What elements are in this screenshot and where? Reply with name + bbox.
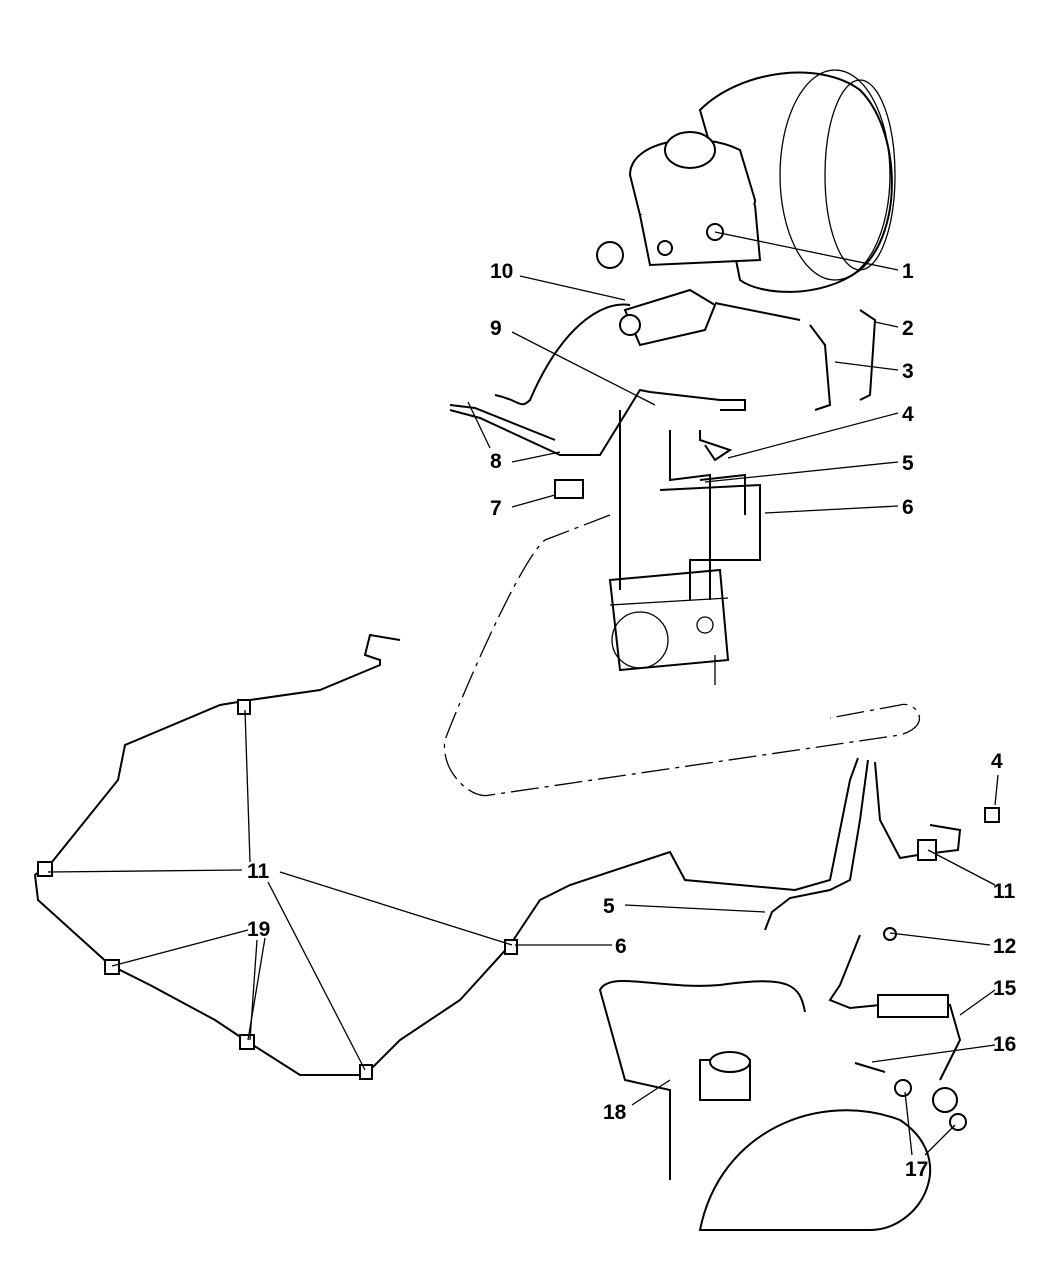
rear-brake-line <box>33 633 962 1076</box>
callout-8: 8 <box>490 450 502 473</box>
callout-6: 6 <box>902 496 914 519</box>
callout-5: 5 <box>902 452 914 475</box>
callout-numbers: 1 2 3 4 5 6 7 8 9 10 4 11 5 12 6 15 16 1… <box>247 260 1017 1181</box>
callout-1: 1 <box>902 260 914 283</box>
callout-5-rear: 5 <box>603 895 615 918</box>
callout-7: 7 <box>490 497 502 520</box>
callout-15: 15 <box>993 977 1017 1000</box>
callout-3: 3 <box>902 360 914 383</box>
callout-10: 10 <box>490 260 513 283</box>
callout-16: 16 <box>993 1033 1016 1056</box>
abs-module <box>608 568 730 685</box>
callout-12: 12 <box>993 935 1016 958</box>
upper-brake-lines <box>449 302 877 600</box>
proportioning-valve <box>619 288 717 347</box>
callout-2: 2 <box>902 317 914 340</box>
callout-18: 18 <box>603 1101 627 1124</box>
callout-4-rear: 4 <box>991 750 1003 773</box>
routing-outline <box>443 514 921 797</box>
line-clips <box>37 699 1000 1080</box>
master-cylinder <box>596 131 762 269</box>
callout-17: 17 <box>905 1158 928 1181</box>
front-wheel-assembly <box>598 927 967 1231</box>
callout-9: 9 <box>490 317 502 340</box>
callout-11-right: 11 <box>993 880 1016 903</box>
callout-6-rear: 6 <box>615 935 627 958</box>
callout-19: 19 <box>247 918 270 941</box>
callout-11-left: 11 <box>247 860 270 883</box>
callout-4: 4 <box>902 403 914 426</box>
callout-leaders <box>47 231 999 1156</box>
